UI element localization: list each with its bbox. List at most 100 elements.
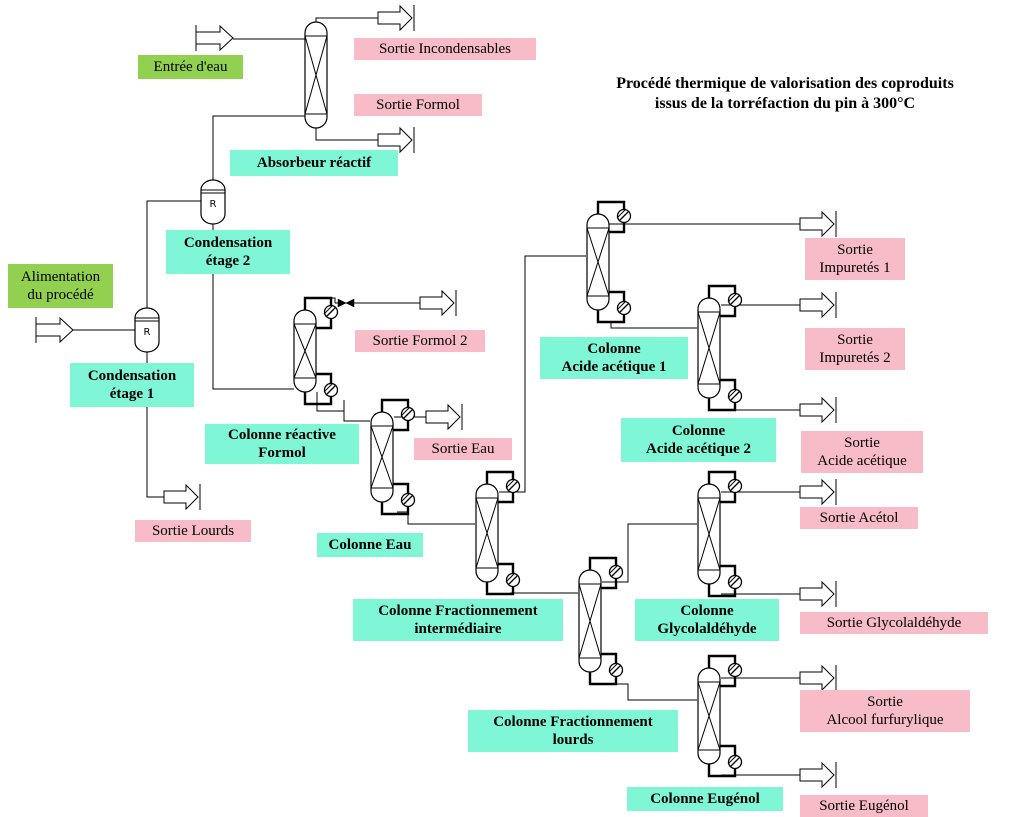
reboil-loop — [707, 378, 737, 412]
eugenol-column-label: Colonne Eugénol — [627, 787, 783, 811]
water-arrow-icon — [425, 403, 463, 431]
title-line-1: Procédé thermique de valorisation des co… — [616, 75, 954, 92]
eugenol-column-text: Colonne Eugénol — [650, 791, 760, 807]
output-eugenol-text: Sortie Eugénol — [819, 798, 909, 814]
output-formol-label: Sortie Formol — [354, 94, 482, 116]
output-impurities-2-line-2: Impuretés 2 — [819, 350, 891, 366]
eugenol-arrow-icon — [799, 761, 837, 789]
condenser-icon — [727, 478, 743, 494]
output-glycolaldehyde-text: Sortie Glycolaldéhyde — [826, 615, 962, 631]
reflux-loop — [707, 284, 737, 318]
reactor-2-to-absorber — [212, 115, 305, 180]
output-formol-text: Sortie Formol — [376, 97, 460, 113]
output-heavy-text: Sortie Lourds — [151, 523, 235, 539]
reactive-formol-column-line-2: Formol — [258, 445, 306, 461]
absorber-column-icon — [304, 21, 328, 129]
diagram-title: Procédé thermique de valorisation des co… — [560, 74, 1010, 114]
formol-column-icon — [293, 309, 317, 393]
feed-inlet-line-2: du procédé — [27, 287, 94, 303]
reactor-letter: R — [144, 327, 151, 338]
formol-to-water-line — [343, 411, 370, 422]
output-acetic-acid-label: Sortie Acide acétique — [801, 431, 923, 473]
reboil-loop — [588, 652, 618, 686]
water-feed-arrow-icon — [195, 24, 234, 52]
acetic-acid-column-2-label: Colonne Acide acétique 2 — [621, 418, 776, 462]
reflux-loop — [588, 556, 618, 590]
heavy-fractionation-column-label: Colonne Fractionnement lourds — [468, 710, 678, 752]
output-furfuryl-alcohol-label: Sortie Alcool furfurylique — [800, 690, 970, 732]
output-impurities-1-line-2: Impuretés 1 — [819, 260, 891, 276]
reflux-loop — [380, 398, 410, 432]
intermediate-fractionation-line-2: intermédiaire — [414, 621, 502, 637]
reboiler-icon — [727, 754, 743, 770]
acetic-acid-column-2-line-1: Colonne — [671, 423, 726, 439]
reflux-loop — [707, 654, 737, 688]
process-feed-arrow-icon — [35, 316, 74, 344]
condenser-icon — [505, 478, 521, 494]
acetic-2-column-icon — [697, 297, 721, 399]
reboil-loop — [380, 482, 410, 516]
absorber-text: Absorbeur réactif — [256, 155, 372, 171]
formol-arrow-icon — [377, 126, 415, 154]
condensation-stage-2-line-2: étage 2 — [205, 253, 251, 269]
frac-heavy-column-icon — [578, 569, 602, 673]
reflux-loop — [303, 296, 333, 330]
reboiler-icon — [608, 662, 624, 678]
furfuryl-alcohol-arrow-icon — [799, 664, 837, 692]
feed-inlet-line-1: Alimentation — [20, 269, 101, 285]
eugenol-column-icon — [697, 667, 721, 765]
acetic-1-column-icon — [586, 213, 610, 311]
feed-inlet-label: Alimentation du procédé — [8, 264, 113, 308]
glycolaldehyde-arrow-icon — [799, 580, 837, 608]
vent-valve-icon — [337, 298, 355, 308]
output-heavy-label: Sortie Lourds — [135, 520, 251, 542]
condenser-icon — [727, 292, 743, 308]
impurities-2-arrow-icon — [799, 291, 837, 319]
water-column-label: Colonne Eau — [317, 533, 423, 557]
reboiler-icon — [727, 388, 743, 404]
reboil-loop — [707, 564, 737, 598]
formol-outlet-line — [315, 128, 378, 141]
reactor-2-to-formol-column — [212, 223, 294, 390]
water-inlet-label: Entrée d'eau — [138, 55, 243, 79]
output-incondensables-label: Sortie Incondensables — [354, 38, 536, 60]
reboiler-icon — [616, 300, 632, 316]
water-column-text: Colonne Eau — [328, 537, 412, 553]
acetic-acid-column-1-label: Colonne Acide acétique 1 — [540, 337, 688, 379]
reboil-loop — [707, 744, 737, 778]
reboiler-icon — [323, 382, 339, 398]
impurities-1-arrow-icon — [799, 210, 837, 238]
condenser-icon — [608, 564, 624, 580]
output-acetol-text: Sortie Acétol — [819, 510, 899, 526]
reactive-formol-column-line-1: Colonne réactive — [228, 427, 336, 443]
reboil-loop — [303, 372, 333, 406]
output-acetic-acid-line-1: Sortie — [844, 435, 880, 451]
reactive-formol-column-label: Colonne réactive Formol — [205, 424, 359, 464]
output-impurities-2-line-1: Sortie — [837, 332, 873, 348]
reboiler-icon — [400, 492, 416, 508]
glycolaldehyde-column-line-1: Colonne — [680, 603, 734, 619]
output-eugenol-label: Sortie Eugénol — [800, 795, 928, 817]
equipment — [35, 4, 837, 789]
formol-bottom-line — [316, 392, 345, 412]
glyco-column-icon — [697, 483, 721, 585]
condensation-stage-1-label: Condensation étage 1 — [70, 363, 194, 407]
condenser-icon — [616, 208, 632, 224]
output-acetic-acid-line-2: Acide acétique — [817, 453, 907, 469]
intermediate-fractionation-column-label: Colonne Fractionnement intermédiaire — [353, 599, 563, 641]
incondensables-line — [315, 17, 378, 22]
reboil-loop — [596, 290, 626, 324]
reboil-loop — [485, 562, 515, 596]
reactor-letter: R — [210, 199, 217, 210]
condenser-icon — [400, 406, 416, 422]
reactor-stage-1-icon — [134, 307, 160, 353]
reflux-loop — [485, 470, 515, 504]
acetic-acid-column-2-line-2: Acide acétique 2 — [646, 441, 751, 457]
frac-heavy-to-eugenol — [589, 672, 697, 701]
absorber-label: Absorbeur réactif — [230, 150, 398, 176]
incondensables-arrow-icon — [377, 4, 415, 32]
title-line-2: issus de la torréfaction du pin à 300°C — [654, 95, 916, 112]
water-column-icon — [370, 411, 394, 503]
glycolaldehyde-column-label: Colonne Glycolaldéhyde — [635, 599, 779, 641]
